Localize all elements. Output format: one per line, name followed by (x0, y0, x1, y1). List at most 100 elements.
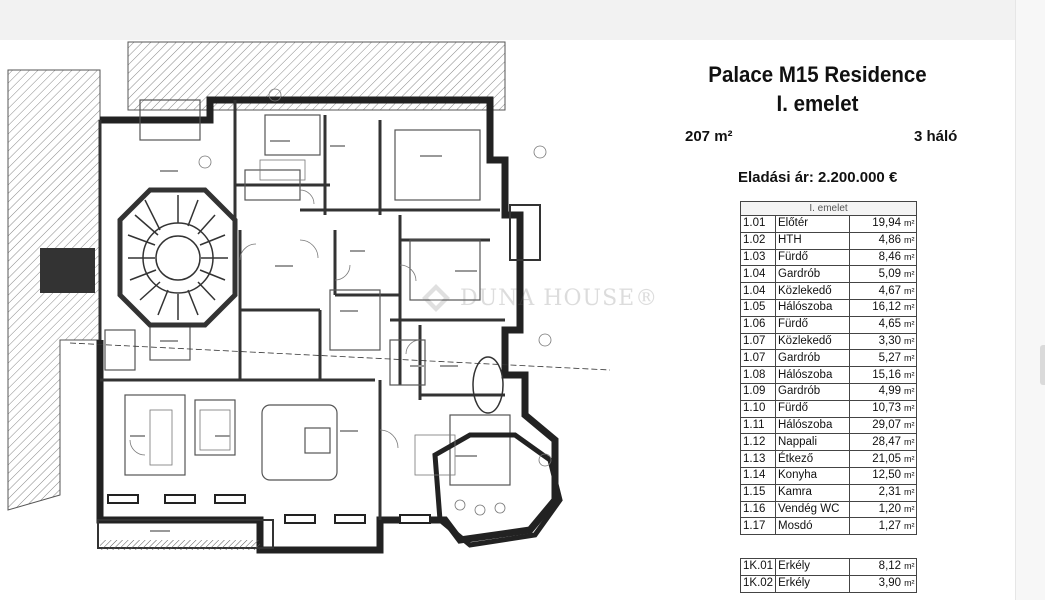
cell-code: 1.07 (740, 349, 776, 368)
cell-code: 1.15 (740, 483, 776, 502)
cell-code: 1.02 (740, 231, 776, 250)
cell-name: Gardrób (775, 265, 850, 284)
cell-name: Fürdő (775, 399, 850, 418)
cell-name: Erkély (775, 574, 851, 593)
cell-unit: m² (903, 298, 917, 317)
listing-price: Eladási ár: 2.200.000 € (738, 169, 898, 186)
room-table-header-label: I. emelet (740, 201, 917, 216)
cell-unit: m² (903, 248, 917, 267)
cell-code: 1.01 (740, 215, 776, 233)
duna-house-logo-icon (422, 284, 450, 312)
cell-value: 4,67 (849, 282, 903, 300)
listing-bedrooms: 3 háló (914, 128, 958, 145)
cell-value: 8,12 (849, 558, 904, 576)
cell-name: Fürdő (775, 248, 850, 267)
courtyard-top (127, 41, 506, 111)
cell-name: Közlekedő (775, 332, 850, 351)
cell-name: Kamra (775, 483, 850, 502)
cell-value: 10,73 (849, 399, 903, 418)
cell-unit: m² (903, 500, 917, 519)
cell-name: Nappali (775, 433, 850, 452)
cell-code: 1.16 (740, 500, 776, 519)
cell-value: 3,30 (849, 332, 903, 351)
room-table-header: I. emelet (740, 201, 917, 216)
cell-value: 15,16 (849, 366, 903, 384)
cell-code: 1.06 (740, 315, 776, 334)
scroll-handle[interactable] (1040, 345, 1045, 385)
cell-value: 21,05 (849, 450, 903, 468)
cell-value: 16,12 (849, 298, 903, 317)
cell-name: Vendég WC (775, 500, 850, 519)
cell-code: 1K.02 (739, 574, 777, 593)
cell-code: 1.12 (740, 433, 776, 452)
cell-name: Gardrób (775, 382, 850, 401)
cell-unit: m² (903, 366, 917, 384)
floor-plan-sheet: DUNA HOUSE® Palace M15 Residence I. emel… (0, 40, 1015, 600)
cell-unit: m² (903, 416, 917, 435)
cell-unit: m² (903, 349, 917, 368)
cell-code: 1.08 (740, 366, 776, 384)
cell-unit: m² (903, 558, 918, 576)
cell-code: 1.04 (740, 282, 776, 300)
cell-code: 1K.01 (739, 558, 777, 576)
listing-title-line1: Palace M15 Residence (708, 62, 927, 87)
cell-unit: m² (903, 332, 917, 351)
cell-unit: m² (903, 265, 917, 284)
cell-code: 1.17 (740, 517, 776, 536)
cell-value: 3,90 (849, 574, 904, 593)
cell-value: 4,99 (849, 382, 903, 401)
balcony-2 (509, 204, 541, 261)
cell-unit: m² (903, 231, 917, 250)
cell-name: Gardrób (775, 349, 850, 368)
cell-unit: m² (903, 574, 918, 593)
cell-code: 1.13 (740, 450, 776, 468)
viewer-right-edge (1015, 0, 1045, 600)
cell-unit: m² (903, 466, 917, 485)
cell-value: 1,20 (849, 500, 903, 519)
listing-area: 207 m² (685, 128, 733, 145)
cell-code: 1.14 (740, 466, 776, 485)
cell-unit: m² (903, 433, 917, 452)
cell-value: 8,46 (849, 248, 903, 267)
cell-name: Fürdő (775, 315, 850, 334)
viewer-top-bar (0, 0, 1045, 40)
cell-unit: m² (903, 382, 917, 401)
cell-name: HTH (775, 231, 850, 250)
cell-name: Mosdó (775, 517, 850, 536)
cell-value: 5,09 (849, 265, 903, 284)
cell-value: 2,31 (849, 483, 903, 502)
cell-code: 1.10 (740, 399, 776, 418)
cell-unit: m² (903, 282, 917, 300)
cell-unit: m² (903, 517, 917, 536)
cell-code: 1.05 (740, 298, 776, 317)
cell-value: 4,86 (849, 231, 903, 250)
cell-unit: m² (903, 215, 917, 233)
cell-value: 5,27 (849, 349, 903, 368)
cell-value: 28,47 (849, 433, 903, 452)
cell-value: 29,07 (849, 416, 903, 435)
cell-name: Hálószoba (775, 366, 850, 384)
neighbour-strip (40, 248, 95, 293)
bay-window (432, 432, 563, 548)
cell-code: 1.04 (740, 265, 776, 284)
cell-code: 1.07 (740, 332, 776, 351)
floor-plan-drawing (7, 41, 611, 554)
cell-name: Előtér (775, 215, 850, 233)
cell-unit: m² (903, 450, 917, 468)
cell-unit: m² (903, 483, 917, 502)
